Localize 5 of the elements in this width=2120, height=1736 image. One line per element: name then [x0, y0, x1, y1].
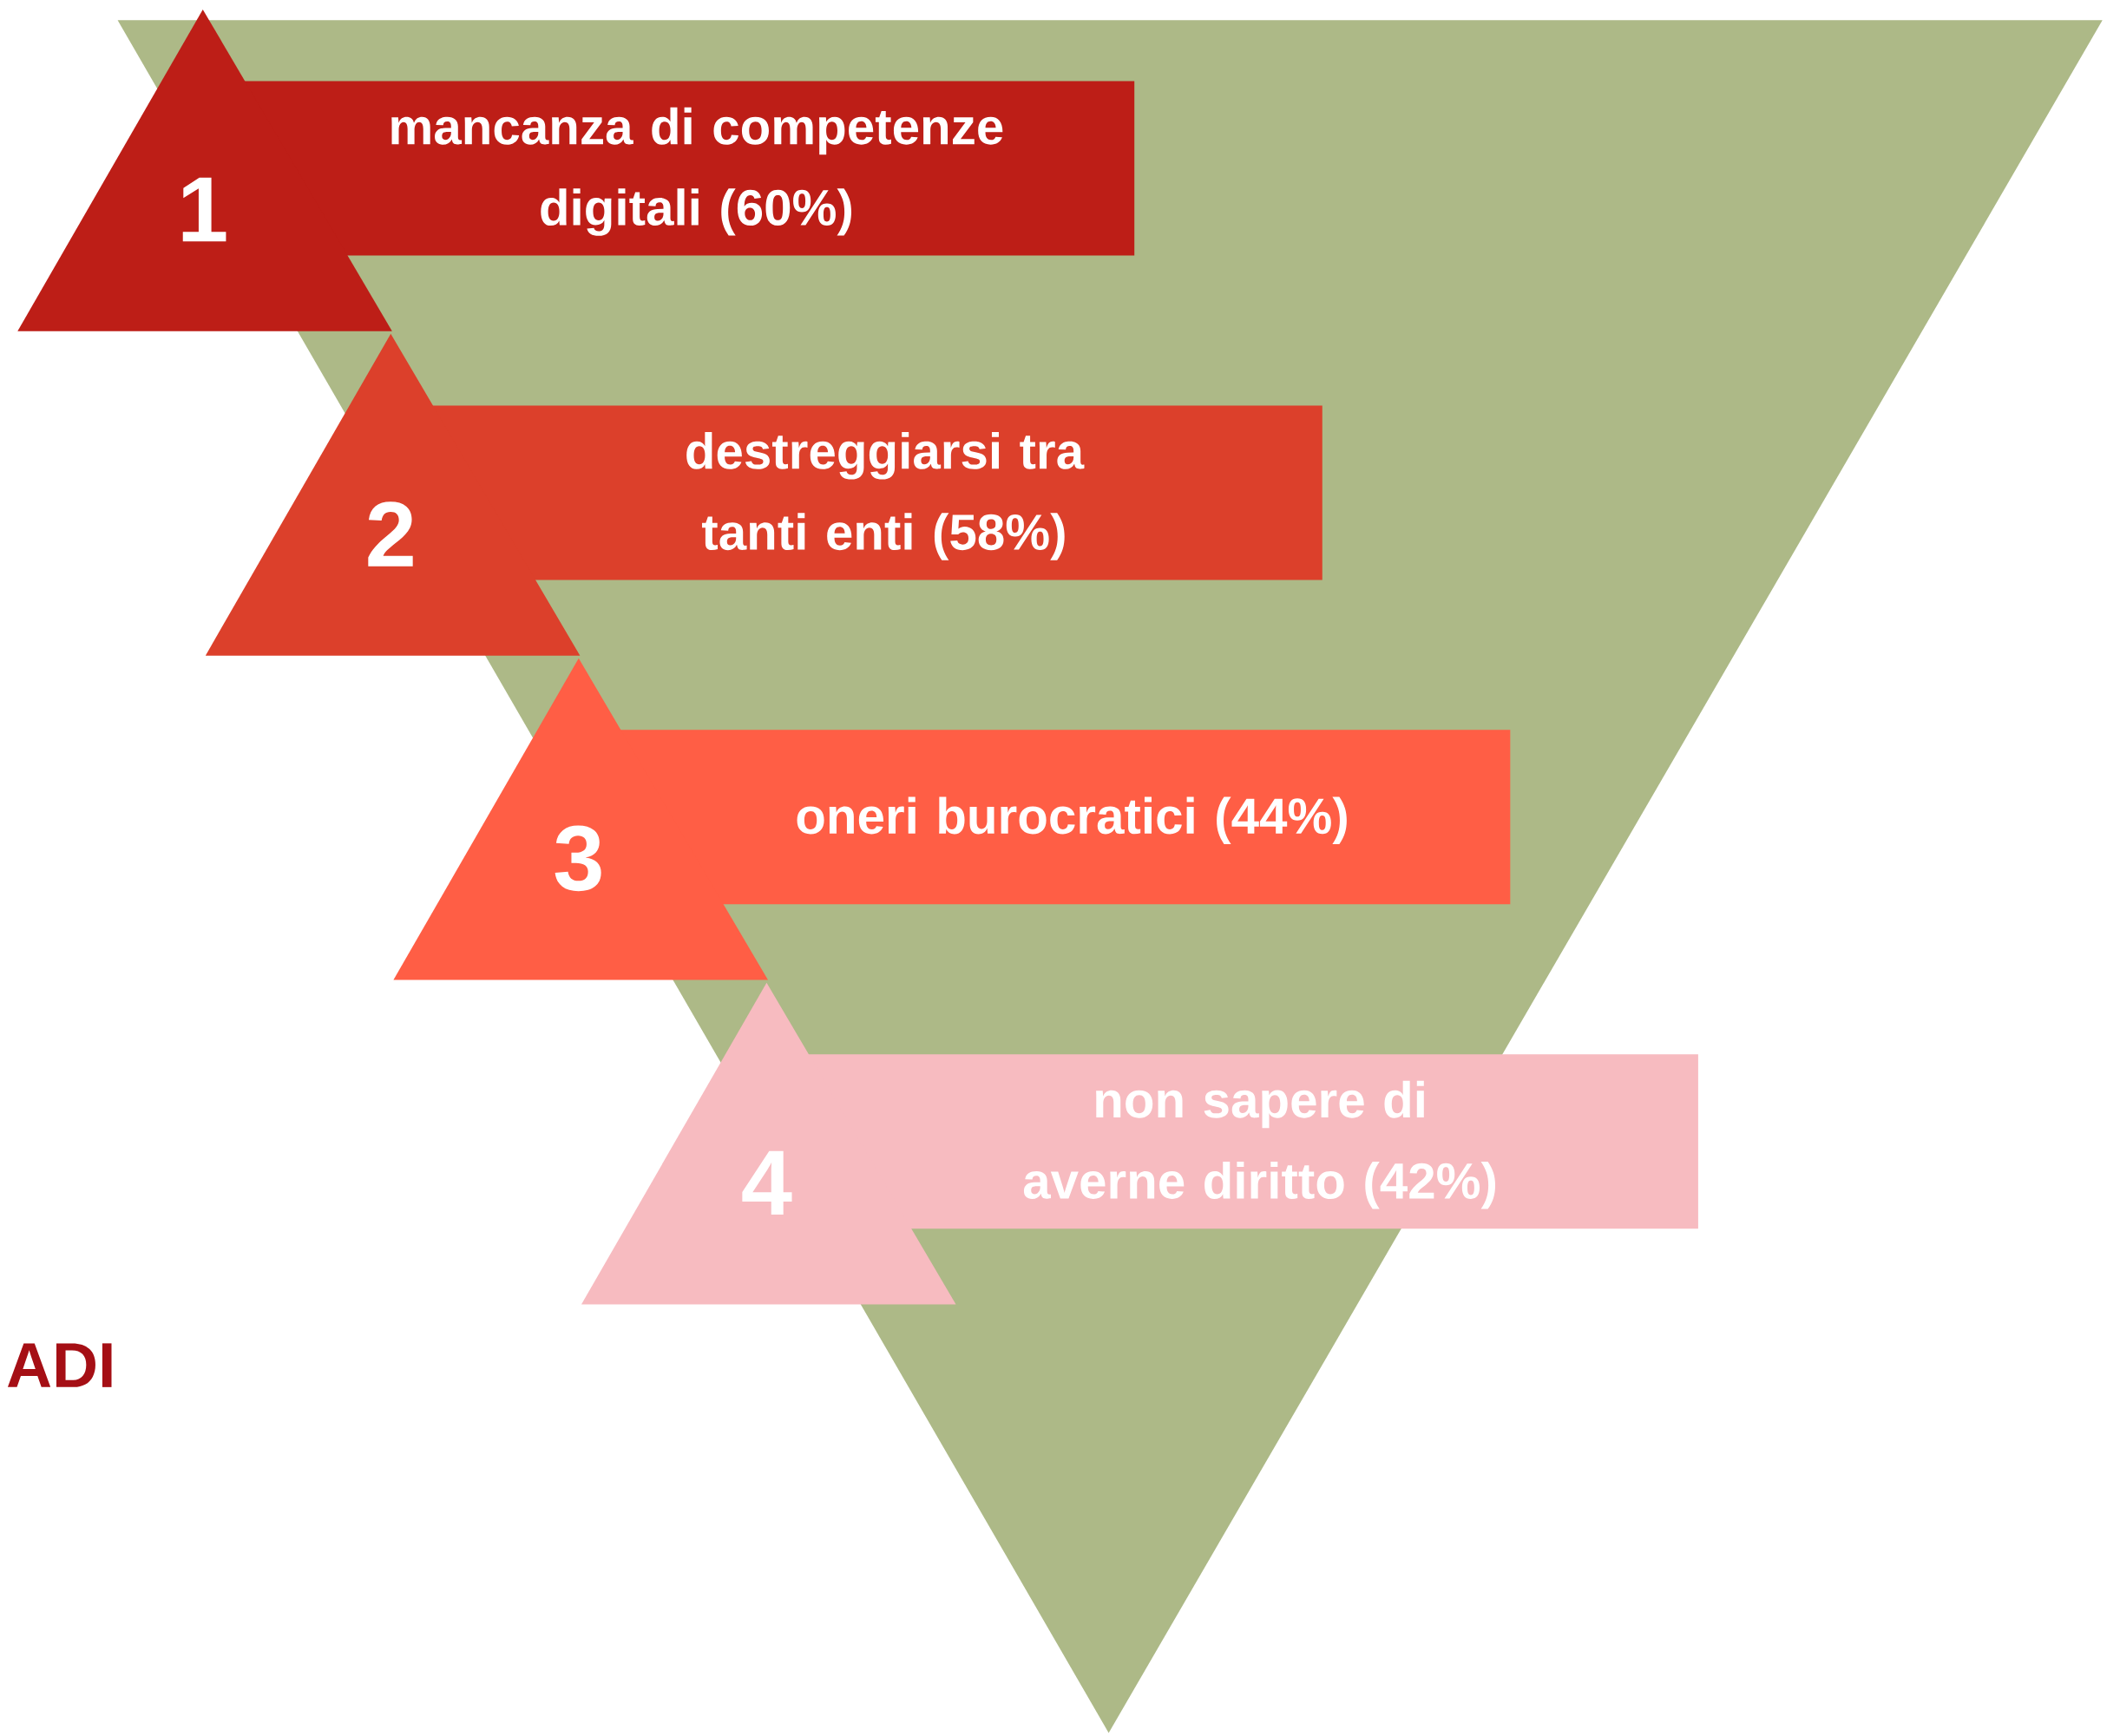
arrow-box: 2 destreggiarsi tra tanti enti (58%) [205, 334, 1323, 656]
arrow-box: 4 non sapere di averne diritto (42%) [581, 982, 1698, 1305]
label-text: ADI [7, 1343, 112, 1388]
arrow-box: 1 mancanza di competenze digitali (60%) [17, 10, 1135, 331]
arrow-box: 3 oneri burocratici (44%) [393, 658, 1511, 980]
